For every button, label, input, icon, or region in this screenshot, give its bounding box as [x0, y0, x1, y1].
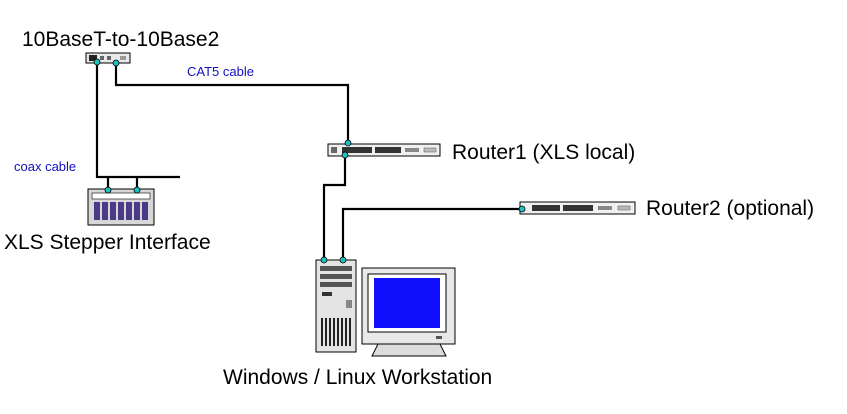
stepper-device: XLS Stepper Interface	[4, 186, 211, 254]
router1-port-up	[344, 139, 352, 147]
stepper-port-1	[104, 186, 112, 194]
converter-cat5-port	[112, 59, 120, 67]
cat5-cable-line	[114, 63, 350, 143]
cat5-cable-label: CAT5 cable	[187, 64, 254, 79]
router1-port-down	[341, 151, 349, 159]
router-icon	[519, 201, 636, 215]
coax-cable-label: coax cable	[14, 159, 76, 174]
router1-label: Router1 (XLS local)	[452, 141, 635, 164]
stepper-label: XLS Stepper Interface	[4, 231, 211, 254]
stepper-interface-icon	[87, 188, 155, 226]
converter-coax-port	[93, 58, 101, 66]
router2-port	[518, 205, 526, 213]
workstation-device: Windows / Linux Workstation	[223, 256, 492, 389]
pc-tower-icon	[315, 259, 357, 353]
cables	[95, 62, 522, 260]
router1-workstation-cable	[322, 155, 347, 260]
router1-device: Router1 (XLS local)	[327, 139, 635, 164]
converter-device: 10BaseT-to-10Base2	[22, 28, 219, 67]
converter-label: 10BaseT-to-10Base2	[22, 28, 219, 51]
router2-label: Router2 (optional)	[646, 197, 814, 220]
workstation-label: Windows / Linux Workstation	[223, 366, 492, 389]
router-icon	[327, 143, 441, 157]
tower-port-2	[339, 256, 347, 264]
router2-device: Router2 (optional)	[518, 197, 814, 220]
crt-monitor-icon	[361, 267, 456, 357]
tower-port-1	[320, 256, 328, 264]
router2-workstation-cable	[341, 207, 522, 260]
network-converter-icon	[85, 52, 131, 64]
stepper-port-2	[133, 186, 141, 194]
